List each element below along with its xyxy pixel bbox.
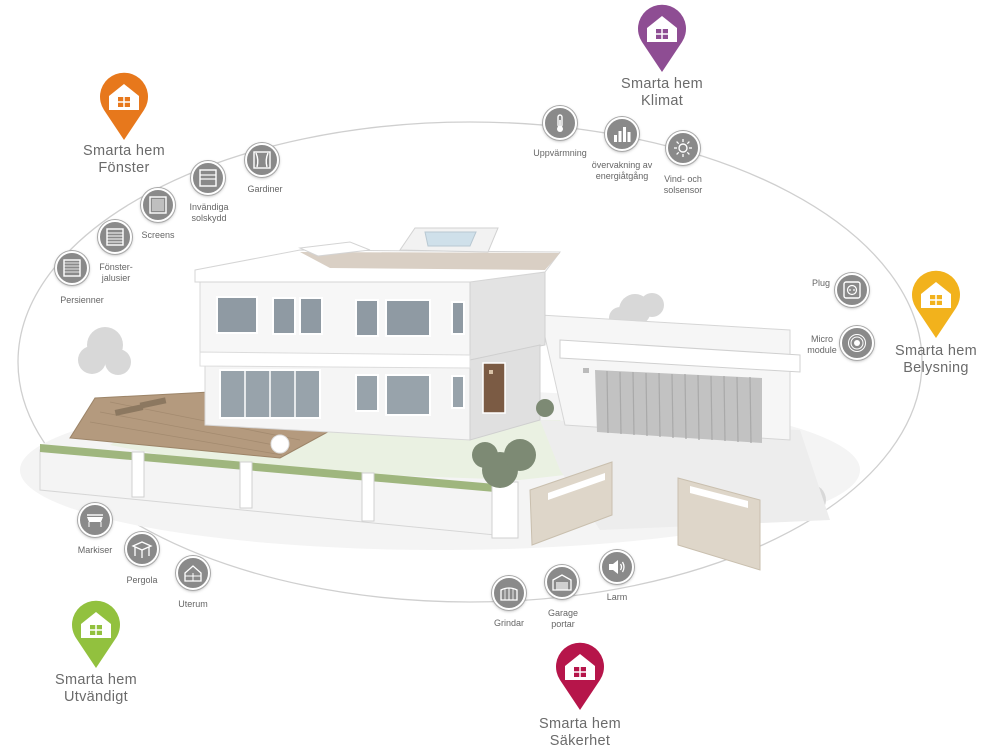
device-invandiga-solskydd[interactable] [191, 161, 225, 195]
device-garage-portar[interactable] [545, 565, 579, 599]
device-overvakning[interactable] [605, 117, 639, 151]
category-label-klimat: Smarta hem Klimat [621, 76, 703, 109]
device-vind-solsensor[interactable] [666, 131, 700, 165]
house-pin-icon [100, 72, 148, 140]
device-plug[interactable] [835, 273, 869, 307]
pin-utvandigt[interactable] [68, 598, 124, 670]
shutter-icon [106, 228, 124, 246]
device-micro-module[interactable] [840, 326, 874, 360]
house-pin-icon [912, 270, 960, 338]
device-label-gardiner: Gardiner [247, 184, 283, 194]
device-label-screens: Screens [141, 230, 175, 240]
curtains-icon [253, 151, 271, 169]
plug-icon [843, 281, 861, 299]
device-gardiner[interactable] [245, 143, 279, 177]
pin-fonster[interactable] [96, 70, 152, 142]
house [194, 227, 561, 441]
bar-chart-icon [614, 127, 631, 142]
device-label-persienner: Persienner [60, 295, 104, 305]
front-door [482, 362, 506, 414]
category-label-belysning: Smarta hem Belysning [895, 343, 977, 376]
gate-icon [500, 587, 518, 601]
garage-door-icon [552, 574, 572, 591]
garden-wall [39, 444, 519, 539]
category-label-utvandigt: Smarta hem Utvändigt [55, 672, 137, 705]
category-label-fonster: Smarta hem Fönster [83, 143, 165, 176]
sun-icon [674, 139, 692, 157]
house-pin-icon [638, 4, 686, 72]
device-label-uppvarmning: Uppvärmning [533, 148, 587, 158]
device-larm[interactable] [600, 550, 634, 584]
speaker-icon [609, 560, 625, 574]
device-label-garage-portar: Garage portar [547, 608, 579, 629]
pin-sakerhet[interactable] [552, 640, 608, 712]
device-pergola[interactable] [125, 532, 159, 566]
category-label-sakerhet: Smarta hem Säkerhet [539, 716, 621, 749]
device-label-fonsterjalusier: Fönster- jalusier [99, 262, 133, 283]
awning-icon [87, 514, 103, 527]
pergola-icon [131, 541, 153, 558]
micro-module-icon [848, 334, 866, 352]
house-pin-icon [556, 642, 604, 710]
orbit-ring [17, 121, 923, 603]
screen-icon [149, 196, 167, 214]
house-pin-icon [72, 600, 120, 668]
device-label-larm: Larm [606, 592, 628, 602]
garage [539, 314, 801, 444]
shrubs [472, 399, 554, 488]
device-label-uterum: Uterum [178, 599, 208, 609]
device-fonsterjalusier[interactable] [98, 220, 132, 254]
device-uterum[interactable] [176, 556, 210, 590]
device-label-plug: Plug [811, 278, 830, 288]
device-label-overvakning: övervakning av energiåtgång [591, 160, 653, 181]
device-uppvarmning[interactable] [543, 106, 577, 140]
device-label-vind-solsensor: Vind- och solsensor [663, 174, 703, 195]
conservatory-icon [184, 565, 202, 582]
pin-klimat[interactable] [634, 2, 690, 74]
driveway-gate [529, 461, 761, 571]
device-screens[interactable] [141, 188, 175, 222]
device-label-markiser: Markiser [77, 545, 113, 555]
device-label-invandiga-solskydd: Invändiga solskydd [189, 202, 229, 223]
device-label-pergola: Pergola [126, 575, 158, 585]
device-grindar[interactable] [492, 576, 526, 610]
thermometer-icon [557, 114, 563, 132]
device-label-grindar: Grindar [493, 618, 524, 628]
persienne-icon [63, 259, 81, 277]
pin-belysning[interactable] [908, 268, 964, 340]
blind-icon [199, 169, 217, 187]
device-label-micro-module: Micro module [807, 334, 837, 355]
device-markiser[interactable] [78, 503, 112, 537]
device-persienner[interactable] [55, 251, 89, 285]
